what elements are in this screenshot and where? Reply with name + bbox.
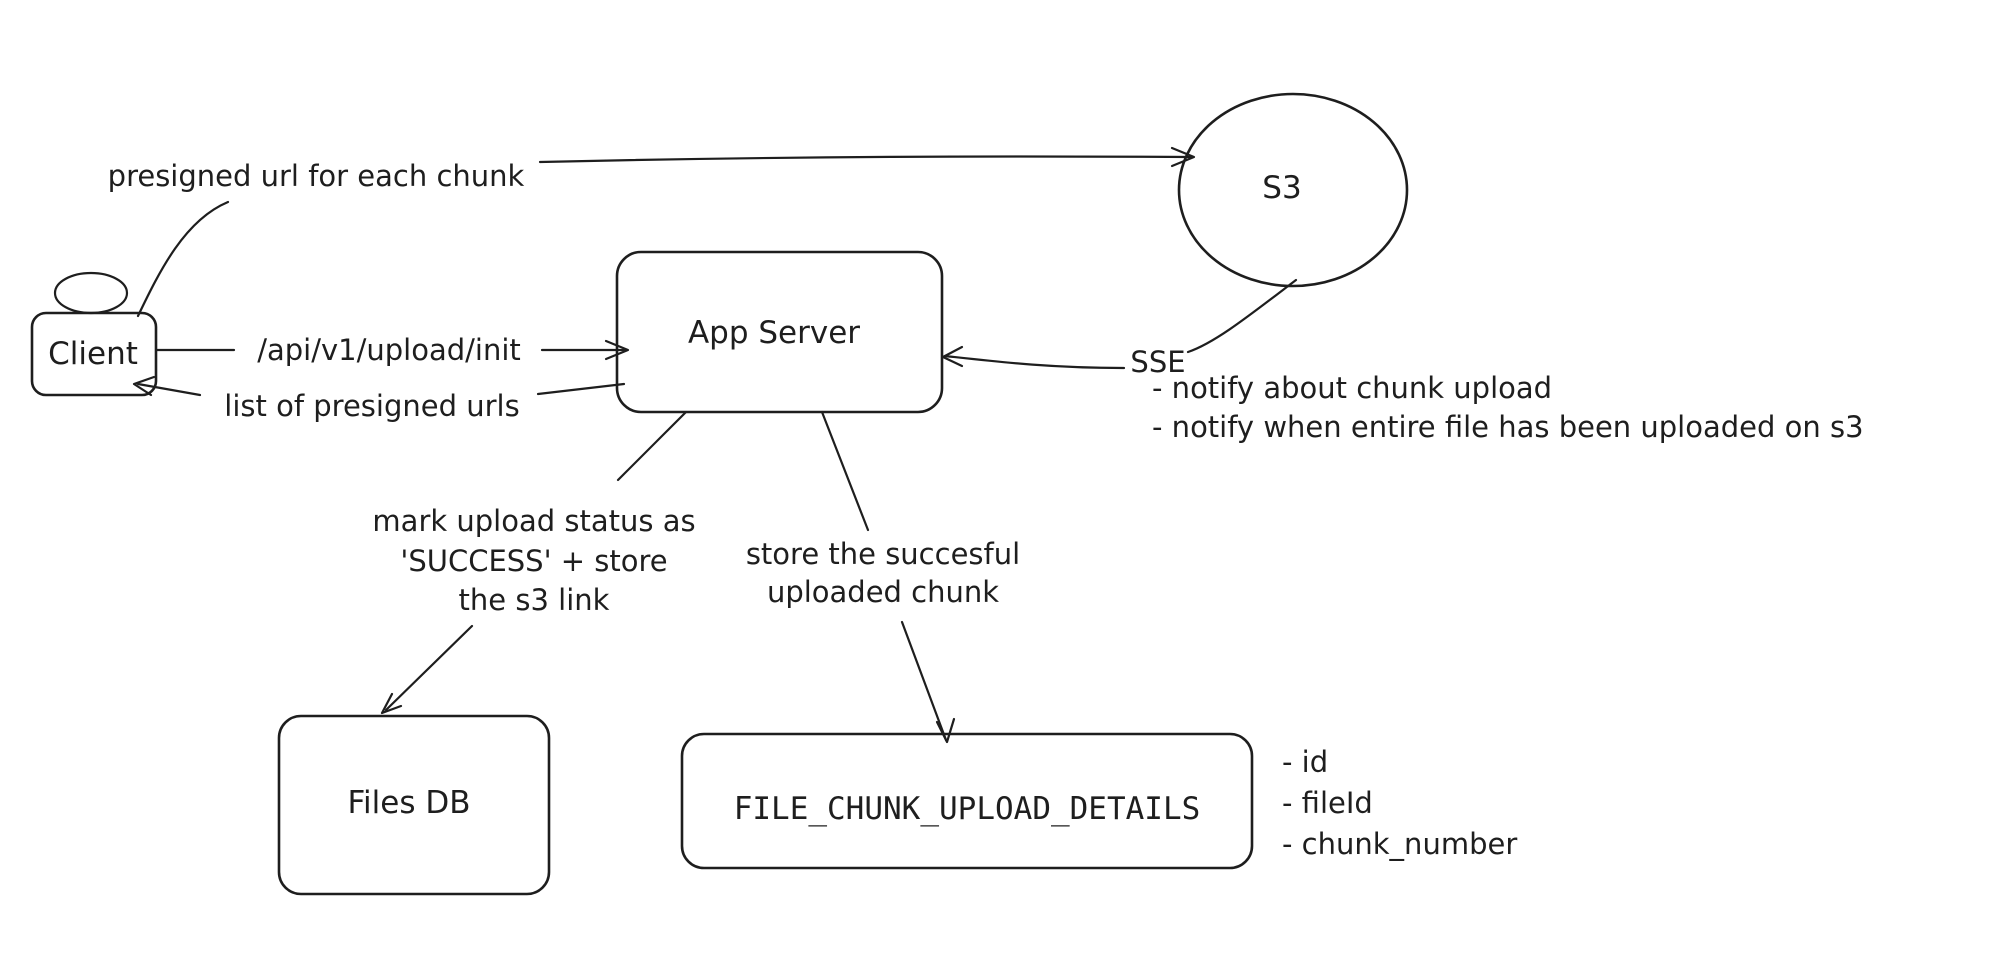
edge-mark-label-3: the s3 link bbox=[459, 583, 610, 617]
chunk-table-box bbox=[680, 732, 1254, 870]
s3-label: S3 bbox=[1262, 170, 1301, 206]
files-db-label: Files DB bbox=[347, 785, 470, 821]
edge-list-label: list of presigned urls bbox=[224, 389, 519, 423]
edge-mark-line-b bbox=[384, 624, 474, 712]
sse-notes: - notify about chunk upload - notify whe… bbox=[1152, 371, 1864, 444]
edge-presigned-curve bbox=[136, 200, 230, 318]
s3-node[interactable]: S3 bbox=[1177, 92, 1409, 288]
edge-mark-label-1: mark upload status as bbox=[372, 504, 695, 538]
edge-presigned-each[interactable]: presigned url for each chunk bbox=[108, 146, 1196, 318]
arrowhead-to-app bbox=[604, 339, 630, 361]
chunk-field-3: - chunk_number bbox=[1282, 827, 1517, 861]
edge-init-label: /api/v1/upload/init bbox=[257, 333, 521, 367]
edge-store-line-b bbox=[900, 620, 948, 742]
app-server-label: App Server bbox=[688, 315, 860, 351]
chunk-table-label: FILE_CHUNK_UPLOAD_DETAILS bbox=[734, 791, 1201, 827]
client-head-shape bbox=[53, 271, 129, 315]
arrowhead-to-chunk-table bbox=[935, 717, 956, 744]
files-db-box bbox=[277, 714, 551, 896]
edge-list-line-b bbox=[136, 382, 202, 397]
chunk-field-notes: - id - fileId - chunk_number bbox=[1282, 745, 1517, 861]
edge-list-line-a bbox=[536, 382, 626, 396]
arrowhead-to-files-db bbox=[380, 692, 403, 715]
sse-note-1: - notify about chunk upload bbox=[1152, 371, 1552, 405]
client-node[interactable]: Client bbox=[30, 271, 158, 397]
edge-mark-label-2: 'SUCCESS' + store bbox=[400, 544, 667, 578]
chunk-table-node[interactable]: FILE_CHUNK_UPLOAD_DETAILS bbox=[680, 732, 1254, 870]
sse-note-2: - notify when entire file has been uploa… bbox=[1152, 410, 1864, 444]
edge-presigned-label: presigned url for each chunk bbox=[108, 159, 525, 193]
edge-sse-line bbox=[943, 354, 1126, 370]
chunk-field-2: - fileId bbox=[1282, 786, 1373, 820]
chunk-field-1: - id bbox=[1282, 745, 1328, 779]
client-label: Client bbox=[48, 336, 138, 372]
app-server-node[interactable]: App Server bbox=[615, 250, 944, 414]
edge-mark-line-a bbox=[616, 410, 688, 482]
edge-sse-curve bbox=[1186, 278, 1298, 354]
arrowhead-to-client bbox=[132, 375, 156, 397]
client-box bbox=[30, 311, 158, 397]
edge-init[interactable]: /api/v1/upload/init bbox=[154, 333, 630, 367]
edge-list[interactable]: list of presigned urls bbox=[132, 375, 626, 423]
s3-circle bbox=[1177, 92, 1409, 288]
files-db-node[interactable]: Files DB bbox=[277, 714, 551, 896]
arrowhead-to-s3 bbox=[1170, 146, 1196, 168]
edge-sse-label: SSE bbox=[1130, 345, 1185, 379]
edge-store-chunk[interactable]: store the succesful uploaded chunk bbox=[746, 410, 1020, 744]
app-server-box bbox=[615, 250, 944, 414]
edge-store-label-2: uploaded chunk bbox=[767, 575, 999, 609]
edge-presigned-line bbox=[538, 155, 1194, 164]
edge-mark-status[interactable]: mark upload status as 'SUCCESS' + store … bbox=[372, 410, 696, 715]
edge-store-line-a bbox=[820, 410, 870, 532]
arrowhead-sse-to-app bbox=[941, 345, 964, 368]
edge-store-label-1: store the succesful bbox=[746, 537, 1020, 571]
edge-sse[interactable]: SSE bbox=[941, 278, 1298, 379]
